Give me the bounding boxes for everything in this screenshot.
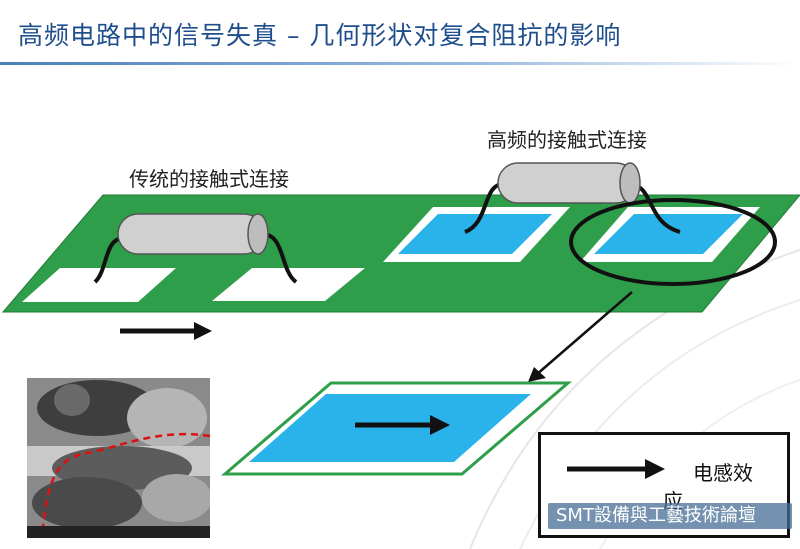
pad-traditional-left	[22, 268, 176, 302]
resistor-high-frequency	[497, 162, 641, 204]
zoom-arrow-line	[535, 291, 633, 376]
title-rule	[0, 62, 800, 65]
zoom-arrow-head	[528, 367, 546, 382]
current-arrow-traditional-head	[194, 322, 212, 340]
pad-traditional-right	[212, 268, 365, 301]
legend-label-inductance: 电感效	[693, 461, 753, 485]
label-high-frequency-contact: 高频的接触式连接	[487, 128, 647, 152]
label-traditional-contact: 传统的接触式连接	[129, 167, 289, 191]
sem-micrograph-image	[27, 378, 210, 538]
magnified-pad-fill	[249, 394, 531, 462]
highlight-ellipse	[569, 198, 777, 286]
sem-texture	[27, 378, 210, 538]
pad-hf-right-fill	[594, 214, 743, 254]
current-arrow-magnified-head	[430, 415, 450, 435]
pad-hf-left-fill	[398, 214, 552, 254]
resistor-traditional	[117, 213, 269, 255]
watermark: SMT設備與工藝技術論壇	[548, 503, 792, 529]
page-title: 高频电路中的信号失真 – 几何形状对复合阻抗的影响	[18, 21, 622, 50]
legend-arrow	[567, 459, 665, 479]
